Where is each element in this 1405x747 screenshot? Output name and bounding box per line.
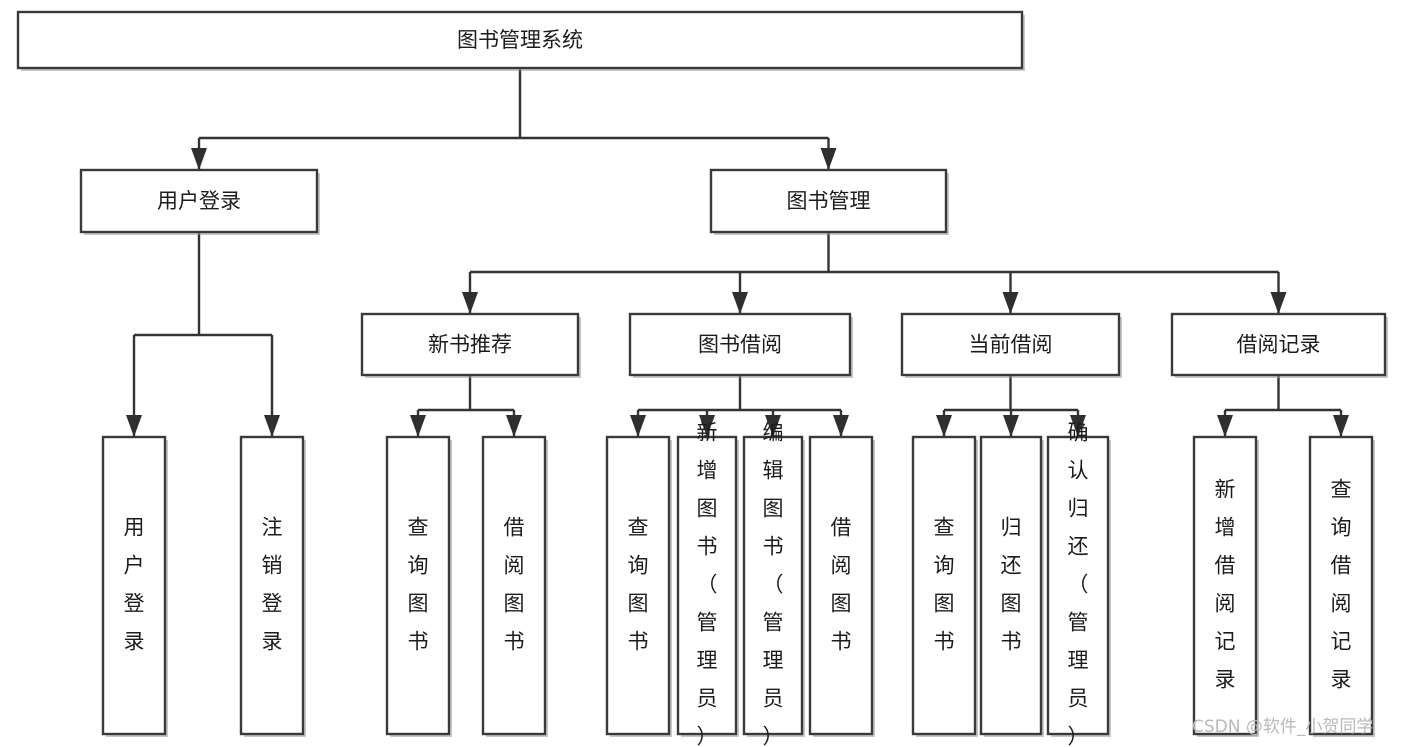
- node-leaf-borrow-book-2[interactable]: 借阅图书: [808, 435, 875, 737]
- node-new-book-recommend[interactable]: 新书推荐: [360, 312, 581, 378]
- node-leaf-borrow-book-1[interactable]: 借阅图书: [481, 435, 548, 737]
- node-borrow-record[interactable]: 借阅记录: [1170, 312, 1388, 378]
- node-rect-leaf-edit-book[interactable]: [742, 435, 804, 736]
- node-rect-new-book-recommend[interactable]: [360, 312, 580, 377]
- node-leaf-confirm-return[interactable]: 确认归还（管理员）: [1046, 421, 1111, 747]
- node-label-current-borrow: 当前借阅: [969, 333, 1053, 357]
- node-leaf-query-book-3[interactable]: 查询图书: [911, 435, 978, 737]
- node-rect-leaf-query-record[interactable]: [1308, 435, 1374, 736]
- node-label-leaf-confirm-return: 确认归还（管理员）: [1068, 421, 1089, 747]
- node-leaf-user-login[interactable]: 用户登录: [101, 435, 168, 737]
- current-borrow-to-leaves-arrow-1: [1003, 415, 1019, 437]
- book-borrow-to-leaves-arrow-1: [699, 415, 715, 437]
- node-rect-leaf-add-book[interactable]: [676, 435, 738, 736]
- node-label-book-manage: 图书管理: [787, 189, 871, 213]
- node-leaf-add-book[interactable]: 新增图书（管理员）: [676, 421, 739, 747]
- node-leaf-edit-book[interactable]: 编辑图书（管理员）: [742, 421, 805, 747]
- book-borrow-to-leaves-arrow-3: [833, 415, 849, 437]
- node-label-leaf-query-book-2: 查询图书: [628, 516, 649, 654]
- current-borrow-to-leaves-arrow-0: [936, 415, 952, 437]
- node-rect-leaf-borrow-book-1[interactable]: [481, 435, 547, 736]
- root-to-level2-arrow-1: [820, 148, 837, 170]
- node-label-leaf-add-record: 新增借阅记录: [1215, 478, 1236, 692]
- node-label-leaf-user-login: 用户登录: [124, 516, 145, 654]
- node-rect-leaf-add-record[interactable]: [1192, 435, 1258, 736]
- node-label-leaf-user-logout: 注销登录: [262, 516, 283, 654]
- borrow-record-to-leaves-arrow-1: [1333, 415, 1349, 437]
- node-rect-current-borrow[interactable]: [900, 312, 1121, 377]
- node-label-user-login: 用户登录: [157, 189, 241, 213]
- book-borrow-to-leaves-arrow-0: [630, 415, 646, 437]
- node-rect-leaf-query-book-2[interactable]: [605, 435, 671, 736]
- node-label-new-book-recommend: 新书推荐: [428, 333, 512, 357]
- node-rect-leaf-borrow-book-2[interactable]: [808, 435, 874, 736]
- node-rect-book-borrow[interactable]: [628, 312, 852, 377]
- node-label-book-borrow: 图书借阅: [698, 333, 782, 357]
- bookmanage-to-level3-arrow-1: [732, 292, 748, 314]
- new-book-recommend-to-leaves-arrow-1: [506, 415, 522, 437]
- bookmanage-to-level3-arrow-0: [462, 292, 478, 314]
- node-book-manage[interactable]: 图书管理: [709, 168, 949, 235]
- node-label-leaf-return-book: 归还图书: [1001, 516, 1022, 654]
- user-login-to-leaves-arrow-1: [264, 415, 280, 437]
- node-current-borrow[interactable]: 当前借阅: [900, 312, 1122, 378]
- node-label-leaf-add-book: 新增图书（管理员）: [697, 421, 718, 747]
- node-label-leaf-query-record: 查询借阅记录: [1331, 478, 1352, 692]
- node-leaf-query-record[interactable]: 查询借阅记录: [1308, 435, 1375, 737]
- node-rect-leaf-query-book-3[interactable]: [911, 435, 977, 736]
- node-leaf-query-book-2[interactable]: 查询图书: [605, 435, 672, 737]
- node-rect-root[interactable]: [16, 10, 1024, 70]
- node-label-borrow-record: 借阅记录: [1237, 333, 1321, 357]
- node-label-leaf-borrow-book-2: 借阅图书: [831, 516, 852, 654]
- node-rect-book-manage[interactable]: [709, 168, 948, 234]
- node-rect-leaf-return-book[interactable]: [979, 435, 1043, 736]
- node-leaf-query-book-1[interactable]: 查询图书: [385, 435, 452, 737]
- node-label-root: 图书管理系统: [457, 28, 583, 52]
- node-rect-leaf-user-login[interactable]: [101, 435, 167, 736]
- bookmanage-to-level3-arrow-2: [1002, 292, 1019, 314]
- node-book-borrow[interactable]: 图书借阅: [628, 312, 853, 378]
- node-rect-leaf-user-logout[interactable]: [239, 435, 305, 736]
- node-user-login[interactable]: 用户登录: [79, 168, 320, 235]
- node-root[interactable]: 图书管理系统: [16, 10, 1025, 71]
- node-label-leaf-query-book-1: 查询图书: [408, 516, 429, 654]
- connector-lines-layer: [126, 68, 1349, 437]
- node-leaf-user-logout[interactable]: 注销登录: [239, 435, 306, 737]
- node-label-leaf-query-book-3: 查询图书: [934, 516, 955, 654]
- node-leaf-return-book[interactable]: 归还图书: [979, 435, 1044, 737]
- new-book-recommend-to-leaves-arrow-0: [410, 415, 426, 437]
- root-to-level2-arrow-0: [191, 148, 207, 170]
- current-borrow-to-leaves-arrow-2: [1070, 415, 1086, 437]
- node-label-leaf-edit-book: 编辑图书（管理员）: [763, 421, 784, 747]
- book-borrow-to-leaves-arrow-2: [765, 415, 781, 437]
- node-rect-leaf-confirm-return[interactable]: [1046, 435, 1110, 736]
- node-rect-borrow-record[interactable]: [1170, 312, 1387, 377]
- node-boxes-layer: 图书管理系统用户登录图书管理新书推荐图书借阅当前借阅借阅记录用户登录注销登录查询…: [16, 10, 1388, 747]
- user-login-to-leaves-arrow-0: [126, 415, 142, 437]
- borrow-record-to-leaves-arrow-0: [1217, 415, 1233, 437]
- node-rect-leaf-query-book-1[interactable]: [385, 435, 451, 736]
- bookmanage-to-level3-arrow-3: [1270, 292, 1287, 314]
- csdn-watermark: CSDN @软件_小贺同学: [1192, 717, 1373, 737]
- node-rect-user-login[interactable]: [79, 168, 319, 234]
- node-leaf-add-record[interactable]: 新增借阅记录: [1192, 435, 1259, 737]
- node-label-leaf-borrow-book-1: 借阅图书: [504, 516, 525, 654]
